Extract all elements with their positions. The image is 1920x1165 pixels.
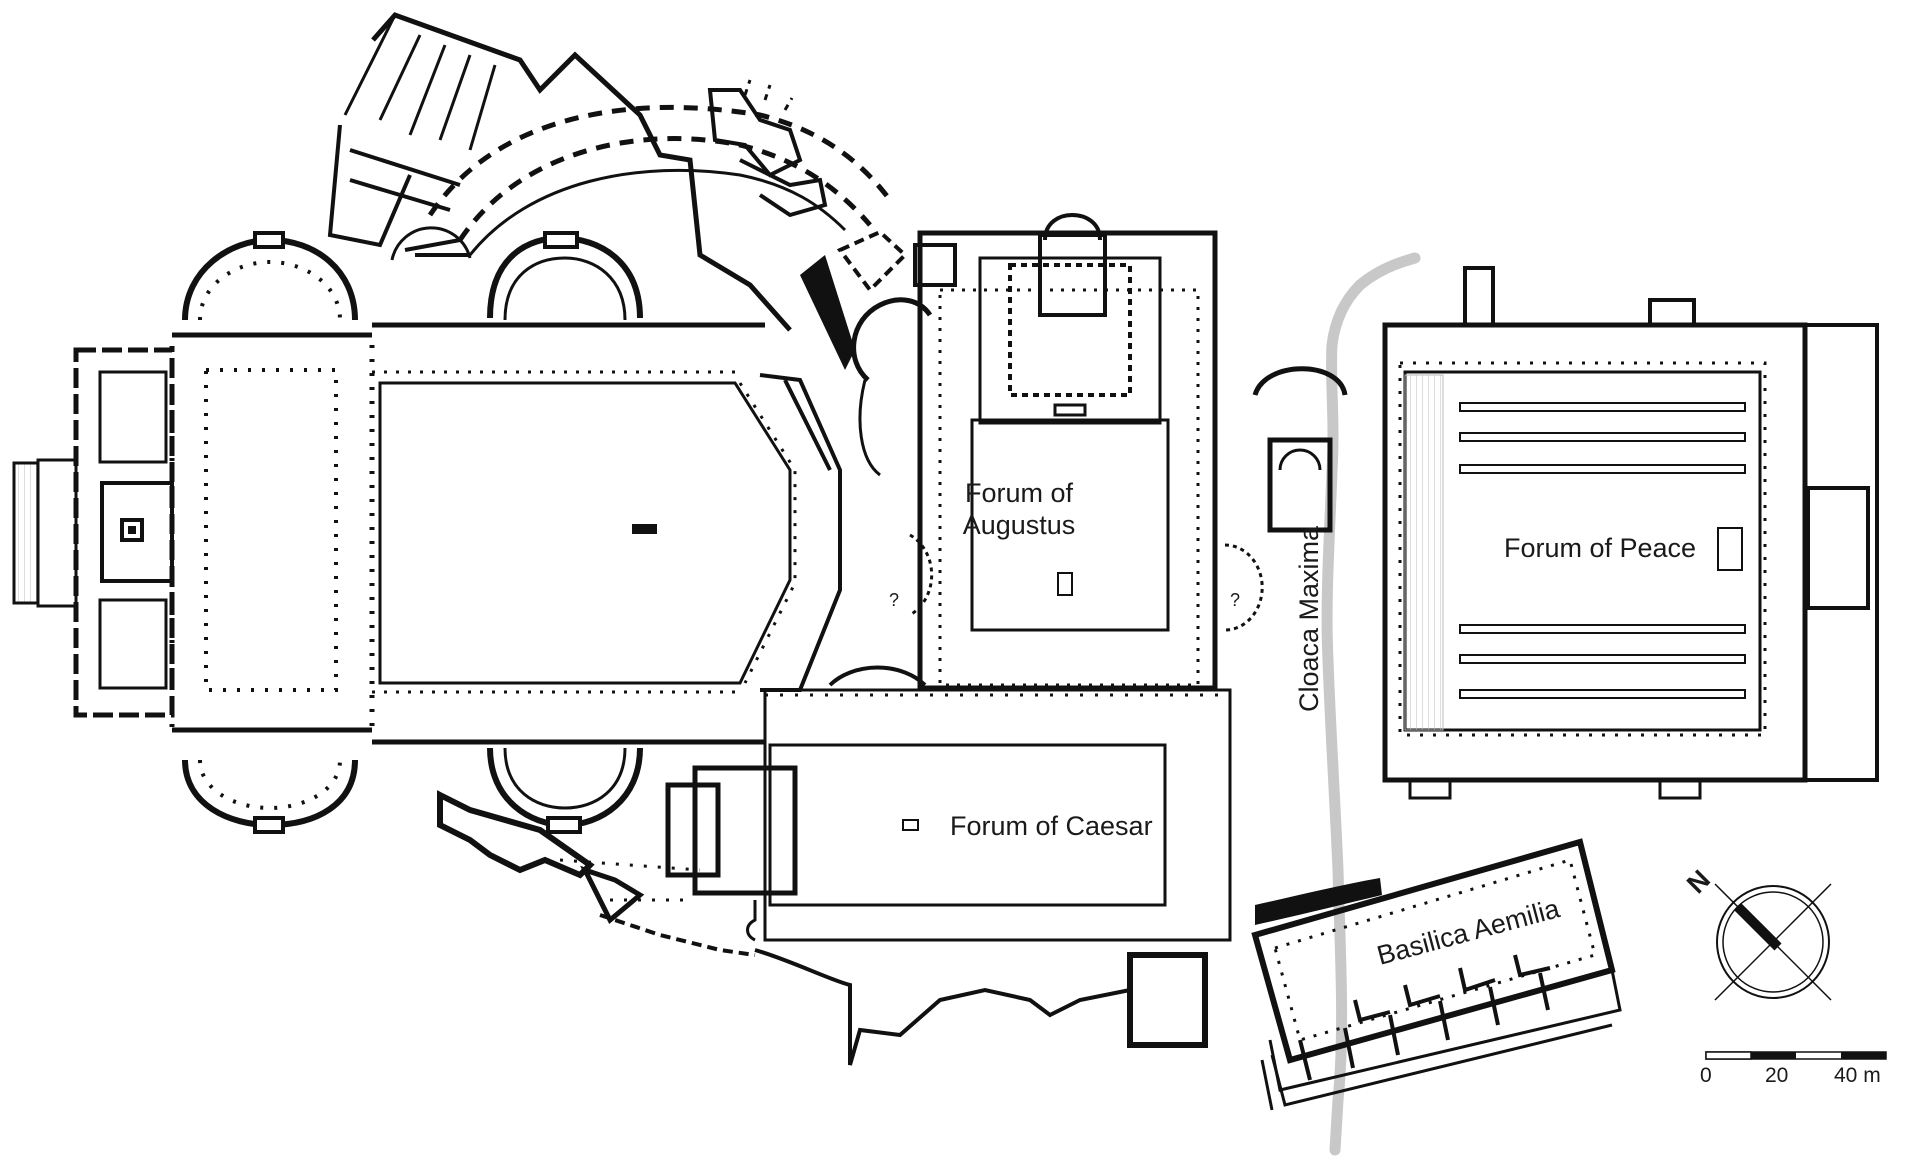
north-arrow-icon bbox=[1714, 883, 1832, 1001]
label-forum-of-caesar: Forum of Caesar bbox=[950, 811, 1153, 841]
scale-tick-0: 0 bbox=[1700, 1064, 1712, 1087]
label-uncertain-left: ? bbox=[889, 590, 899, 610]
forum-of-peace-structure bbox=[1382, 266, 1879, 800]
forum-of-caesar-structure bbox=[437, 688, 1232, 1066]
scale-tick-40m: 40 m bbox=[1834, 1064, 1881, 1087]
label-basilica-aemilia: Basilica Aemilia bbox=[1374, 893, 1564, 971]
label-forum-of-augustus: Forum of bbox=[965, 478, 1074, 508]
basilica-ulpia bbox=[12, 231, 375, 834]
label-uncertain-right: ? bbox=[1230, 590, 1240, 610]
label-cloaca-maxima: Cloaca Maxima bbox=[1294, 525, 1324, 712]
basilica-aemilia-structure bbox=[1251, 838, 1622, 1111]
scale-bar bbox=[1705, 1051, 1887, 1060]
markets-complex bbox=[327, 12, 892, 332]
forum-of-augustus-structure bbox=[800, 212, 1348, 691]
label-forum-of-augustus-line2: Augustus bbox=[963, 510, 1076, 540]
compass-north-label: N bbox=[1681, 864, 1716, 899]
forum-of-trajan bbox=[372, 231, 842, 834]
cloaca-maxima-channel bbox=[1321, 252, 1421, 1156]
scale-tick-20: 20 bbox=[1765, 1064, 1788, 1087]
label-forum-of-peace: Forum of Peace bbox=[1504, 533, 1696, 563]
